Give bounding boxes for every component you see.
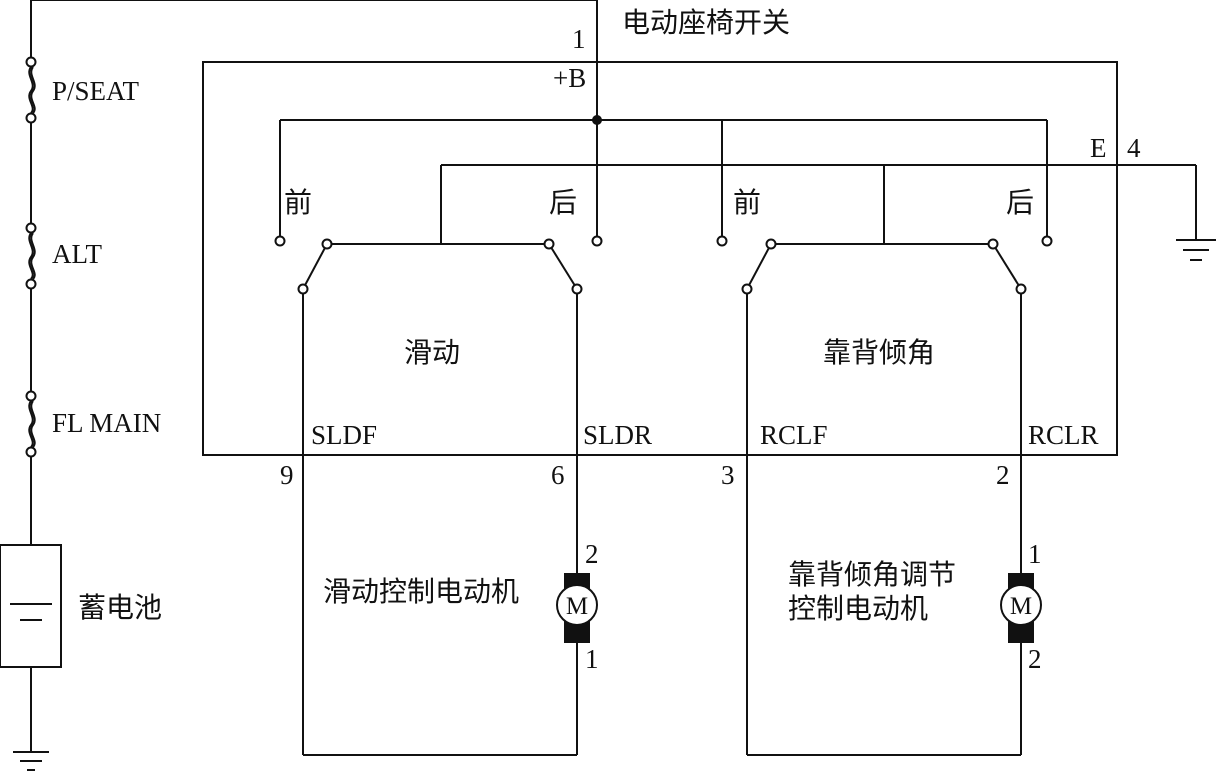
terminal-1-number: 1 [572,24,586,54]
terminal-4-number: 4 [1127,133,1141,163]
recline-switch-contacts [716,235,1053,295]
slide-motor-loop [302,294,578,756]
recline-rear-label: 后 [1006,186,1034,219]
slide-motor-pin-top: 2 [585,539,599,569]
recline-motor-loop [746,294,1022,756]
switch-title: 电动座椅开关 [622,6,790,39]
recline-motor-m-symbol: M [1010,593,1032,620]
power-seat-switch-box [202,61,1118,456]
slide-motor-pin-bottom: 1 [585,644,599,674]
terminal-b-plus-label: +B [553,63,586,93]
terminal-e-label: E [1090,133,1107,163]
recline-front-label: 前 [733,186,761,219]
terminal-rclf-label: RCLF [760,420,828,450]
battery-symbol [0,544,62,668]
recline-motor-label-line1: 靠背倾角调节 [788,558,956,591]
slide-motor-m-symbol: M [566,593,588,620]
fuse-fl-main-label: FL MAIN [52,408,161,438]
fuse-p-seat [25,56,37,124]
e-ground-bus [327,164,1197,245]
battery-label: 蓄电池 [78,591,162,624]
slide-section-label: 滑动 [404,336,460,369]
slide-motor-label: 滑动控制电动机 [323,575,519,608]
pin-9-number: 9 [280,460,294,490]
slide-rear-label: 后 [549,186,577,219]
fuse-p-seat-label: P/SEAT [52,76,140,106]
recline-section-label: 靠背倾角 [823,336,935,369]
fuse-alt-label: ALT [52,239,103,269]
recline-motor-label-line2: 控制电动机 [788,592,928,625]
pin-3-number: 3 [721,460,735,490]
terminal-sldr-label: SLDR [583,420,652,450]
recline-motor-pin-bottom: 2 [1028,644,1042,674]
fuse-alt [25,222,37,290]
supply-wiring [30,0,598,752]
slide-switch-contacts [274,235,603,295]
slide-motor-symbol: M [556,573,598,643]
recline-motor-symbol: M [1000,573,1042,643]
recline-motor-pin-top: 1 [1028,539,1042,569]
fuse-fl-main [25,390,37,458]
b-plus-bus [279,115,1048,237]
terminal-sldf-label: SLDF [311,420,377,450]
pin-2-number: 2 [996,460,1010,490]
slide-front-label: 前 [284,186,312,219]
terminal-rclr-label: RCLR [1028,420,1099,450]
pin-6-number: 6 [551,460,565,490]
battery-ground-symbol [13,751,49,771]
ground-symbol-e [1176,239,1216,261]
